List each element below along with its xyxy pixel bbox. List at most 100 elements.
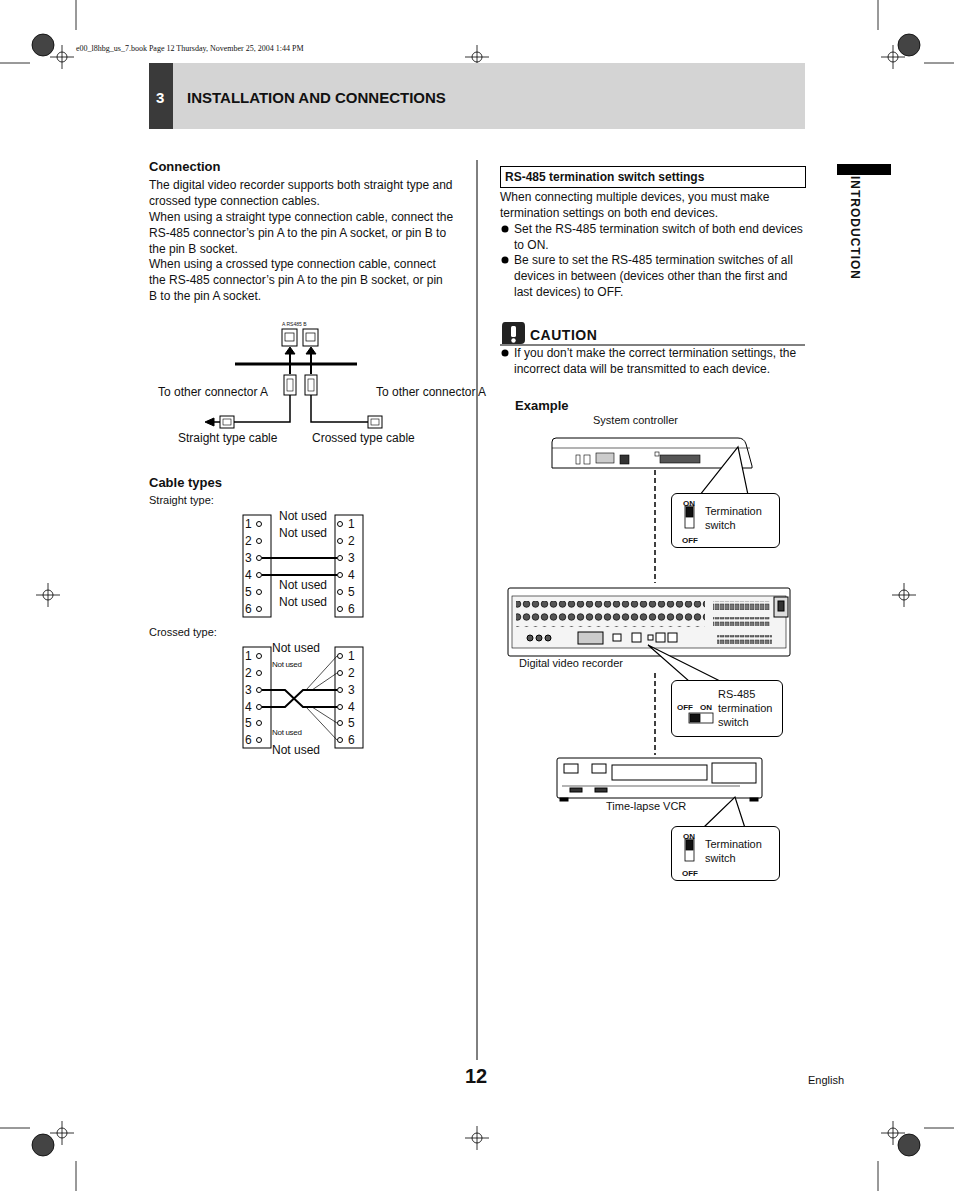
art-shape [502, 322, 525, 344]
art-shape [257, 654, 262, 659]
page-label: CAUTION [530, 327, 597, 343]
page-label: 4 [245, 567, 252, 583]
art-shape [338, 607, 343, 612]
art-shape [893, 45, 894, 69]
art-shape [668, 633, 677, 642]
art-shape [613, 634, 621, 641]
art-shape [62, 45, 63, 69]
art-shape [898, 34, 920, 56]
page-label: 6 [245, 732, 252, 748]
page-label: Connection [149, 159, 221, 175]
art-shape [516, 601, 705, 627]
art-shape [32, 34, 54, 56]
art-shape [655, 452, 659, 456]
art-shape [648, 645, 722, 682]
chapter-number-box: 3 [149, 63, 173, 129]
crossed-pinout [243, 647, 363, 748]
art-shape [338, 671, 343, 676]
art-shape [878, 0, 879, 30]
art-shape [338, 573, 343, 578]
page-label: When connecting multiple devices, you mu… [500, 189, 806, 221]
rs485-link [654, 470, 656, 583]
art-shape [750, 798, 758, 801]
art-shape [338, 522, 343, 527]
page-label: Set the RS-485 termination switch of bot… [514, 221, 806, 253]
page-label: Example [515, 398, 568, 414]
art-shape [257, 738, 262, 743]
art-shape [287, 379, 293, 391]
art-shape [312, 707, 337, 723]
art-shape [335, 515, 363, 617]
art-shape [904, 583, 905, 607]
page-label: 3 [348, 550, 355, 566]
art-shape [220, 416, 234, 428]
art-shape [592, 764, 606, 773]
page-label: A RS485 B [282, 321, 306, 327]
page-label: When using a crossed type connection cab… [149, 256, 454, 304]
art-shape [527, 635, 533, 641]
art-shape [924, 1128, 954, 1129]
page-label: 4 [348, 567, 355, 583]
art-shape [257, 671, 262, 676]
page-label: Straight type: [149, 493, 214, 507]
art-shape [595, 788, 607, 792]
art-shape [0, 63, 30, 64]
art-shape [257, 522, 343, 612]
callout-box: OFFONRS-485 termination switch [671, 680, 783, 737]
page-label: 1 [245, 648, 252, 664]
art-shape [338, 590, 343, 595]
page-label: 5 [245, 584, 252, 600]
art-shape [545, 635, 551, 641]
art-shape [893, 1121, 894, 1145]
page-label: Crossed type cable [312, 430, 415, 446]
art-shape [285, 347, 295, 354]
page-label: Not used [272, 742, 320, 758]
page-label: 2 [348, 665, 355, 681]
node-text: ON [683, 499, 695, 508]
page-label: To other connector A [158, 384, 268, 400]
page-label: Not used [272, 660, 302, 669]
art-shape [511, 326, 516, 337]
art-shape [500, 345, 805, 346]
art-shape [257, 654, 343, 743]
page-label: Not used [279, 525, 327, 541]
art-shape [306, 347, 316, 354]
page-label: 4 [245, 699, 252, 715]
device-node: Digital video recorder [506, 583, 792, 673]
art-shape [512, 596, 786, 648]
page-label: Not used [279, 577, 327, 593]
page-label: 5 [348, 715, 355, 731]
page-label: Not used [272, 728, 302, 737]
art-shape [656, 633, 665, 642]
page-label: Not used [279, 594, 327, 610]
art-shape [717, 635, 772, 644]
art-shape [552, 438, 752, 468]
art-shape [282, 329, 297, 346]
page-label: 12 [465, 1064, 487, 1088]
device-node: Time-lapse VCR [555, 755, 765, 816]
callout-box: ONOFFTermination switch [671, 826, 780, 881]
art-shape [620, 455, 629, 464]
art-shape [878, 1161, 879, 1191]
page-label: 6 [245, 601, 252, 617]
page-label: 2 [348, 533, 355, 549]
art-shape [557, 758, 762, 798]
node-text: OFF [677, 703, 693, 712]
art-shape [257, 688, 262, 693]
page-label: 3 [348, 682, 355, 698]
art-shape [305, 375, 317, 395]
art-shape [648, 635, 653, 640]
art-shape [511, 338, 515, 342]
art-shape [713, 617, 770, 626]
art-shape [310, 352, 312, 374]
tab-bar [837, 164, 891, 175]
page-label: To other connector A [376, 384, 486, 400]
art-shape [596, 453, 614, 463]
art-shape [223, 419, 231, 425]
page-label: 1 [245, 516, 252, 532]
art-shape [338, 688, 343, 693]
page-label: Cable types [149, 475, 222, 491]
art-shape [584, 455, 590, 464]
